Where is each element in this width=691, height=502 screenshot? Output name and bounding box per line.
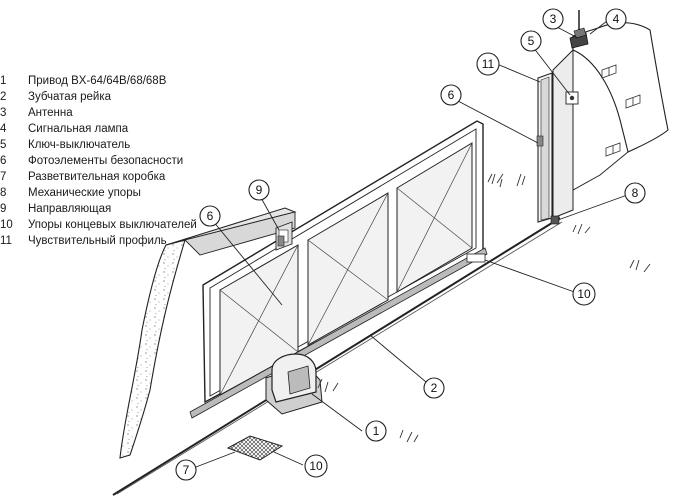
- limit-stop-right: [466, 253, 486, 263]
- legend-number: 8: [0, 187, 7, 199]
- legend-label: Фотоэлементы безопасности: [28, 155, 184, 167]
- legend-item: 3 Антенна: [0, 105, 197, 121]
- callouts: 1 2 3 4 5 6 6 7: [175, 8, 646, 481]
- legend-item: 11 Чувствительный профиль: [0, 233, 197, 249]
- callout-11: 11: [476, 52, 500, 76]
- gate-motor: [265, 353, 323, 415]
- key-switch: [565, 91, 579, 105]
- junction-box-mesh: [226, 435, 284, 461]
- svg-text:5: 5: [528, 34, 535, 48]
- legend-number: 3: [0, 107, 7, 119]
- sliding-gate: [189, 120, 488, 419]
- callout-6-left: 6: [199, 205, 221, 227]
- legend-item: 4 Сигнальная лампа: [0, 121, 197, 137]
- legend-item: 7 Разветвительная коробка: [0, 169, 197, 185]
- svg-text:7: 7: [183, 463, 190, 477]
- legend-number: 10: [0, 219, 13, 231]
- callout-9: 9: [248, 179, 270, 201]
- legend-label: Привод BX-64/64B/68/68B: [28, 75, 167, 87]
- svg-text:2: 2: [431, 381, 438, 395]
- legend-label: Механические упоры: [28, 187, 141, 199]
- svg-text:9: 9: [256, 183, 263, 197]
- legend-item: 6 Фотоэлементы безопасности: [0, 153, 197, 169]
- legend-number: 6: [0, 155, 7, 167]
- left-pillar: [119, 207, 297, 459]
- legend-label: Ключ-выключатель: [28, 139, 131, 151]
- svg-text:1: 1: [373, 424, 380, 438]
- leader-lines: [195, 17, 631, 468]
- legend-label: Сигнальная лампа: [28, 123, 129, 135]
- photocells: [277, 235, 285, 247]
- right-wall: [552, 22, 669, 219]
- svg-text:4: 4: [613, 12, 620, 26]
- svg-text:10: 10: [577, 287, 591, 301]
- legend-label: Направляющая: [28, 203, 112, 215]
- svg-text:6: 6: [207, 209, 214, 223]
- legend-number: 11: [0, 235, 12, 247]
- legend-item: 8 Механические упоры: [0, 185, 197, 201]
- callout-2: 2: [423, 377, 445, 399]
- warning-lamp: [569, 27, 589, 49]
- callout-8: 8: [624, 182, 646, 204]
- legend-number: 5: [0, 139, 7, 151]
- svg-text:10: 10: [309, 459, 323, 473]
- callout-4: 4: [605, 8, 627, 30]
- callout-7: 7: [175, 459, 197, 481]
- sensitive-edge-post: [536, 72, 553, 223]
- legend-item: 1 Привод BX-64/64B/68/68B: [0, 73, 197, 89]
- legend-label: Чувствительный профиль: [28, 235, 167, 247]
- legend-label: Разветвительная коробка: [28, 171, 166, 183]
- legend-item: 2 Зубчатая рейка: [0, 89, 197, 105]
- legend-label: Зубчатая рейка: [28, 91, 112, 103]
- legend-number: 9: [0, 203, 7, 215]
- svg-text:11: 11: [482, 57, 495, 71]
- callout-10-bottom: 10: [304, 454, 328, 478]
- callout-10-right: 10: [572, 282, 596, 306]
- legend-number: 2: [0, 91, 7, 103]
- svg-text:3: 3: [550, 12, 557, 26]
- legend-item: 5 Ключ-выключатель: [0, 137, 197, 153]
- callout-6-right: 6: [440, 84, 462, 106]
- legend-label: Антенна: [28, 107, 73, 119]
- callout-5: 5: [520, 30, 542, 52]
- callout-1: 1: [365, 420, 387, 442]
- legend-number: 4: [0, 123, 7, 135]
- svg-text:6: 6: [448, 88, 455, 102]
- components-legend: 1 Привод BX-64/64B/68/68B 2 Зубчатая рейка…: [0, 73, 197, 249]
- legend-item: 10 Упоры концевых выключателей: [0, 217, 197, 233]
- legend-number: 1: [0, 75, 7, 87]
- legend-item: 9 Направляющая: [0, 201, 197, 217]
- grass-tufts: [317, 173, 651, 443]
- legend-number: 7: [0, 171, 7, 183]
- callout-3: 3: [542, 8, 564, 30]
- svg-text:8: 8: [632, 186, 639, 200]
- legend-label: Упоры концевых выключателей: [28, 219, 197, 231]
